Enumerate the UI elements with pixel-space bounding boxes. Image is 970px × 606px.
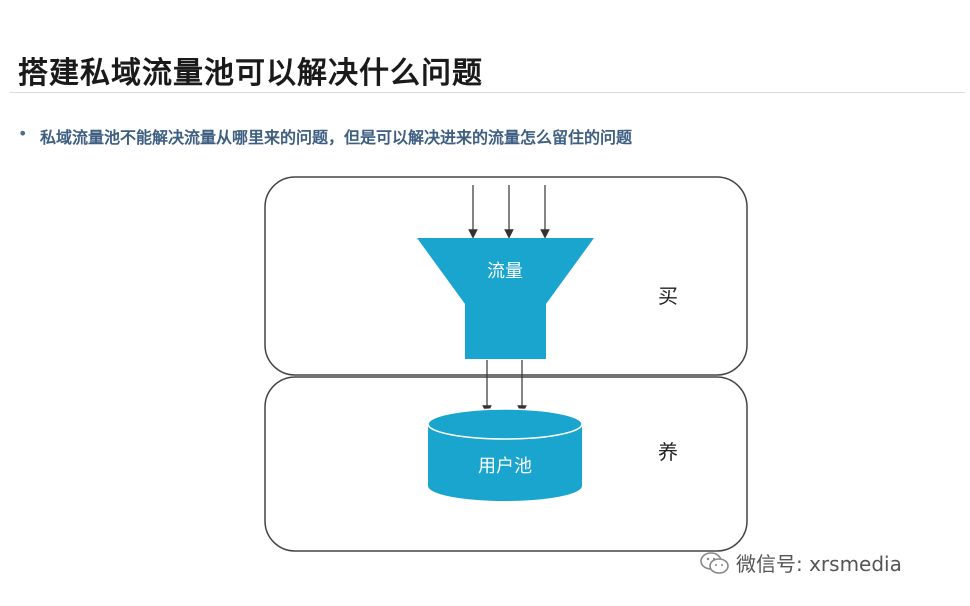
watermark: 微信号: xrsmedia xyxy=(700,548,902,577)
title-divider xyxy=(10,92,965,93)
bullet-marker: • xyxy=(18,124,28,143)
watermark-text: 微信号: xrsmedia xyxy=(736,552,902,576)
nurture-stage-label: 养 xyxy=(658,440,678,464)
user-pool-cylinder xyxy=(428,424,582,501)
wechat-icon xyxy=(700,551,729,574)
buy-stage-label: 买 xyxy=(658,284,678,308)
funnel-top xyxy=(417,238,594,304)
user-pool-cylinder-top xyxy=(427,408,583,440)
funnel-label: 流量 xyxy=(487,261,523,282)
bullet-text: 私域流量池不能解决流量从哪里来的问题，但是可以解决进来的流量怎么留住的问题 xyxy=(40,128,633,147)
funnel-neck xyxy=(465,304,546,359)
user-pool-label: 用户池 xyxy=(478,456,532,477)
slide-title: 搭建私域流量池可以解决什么问题 xyxy=(18,56,483,91)
